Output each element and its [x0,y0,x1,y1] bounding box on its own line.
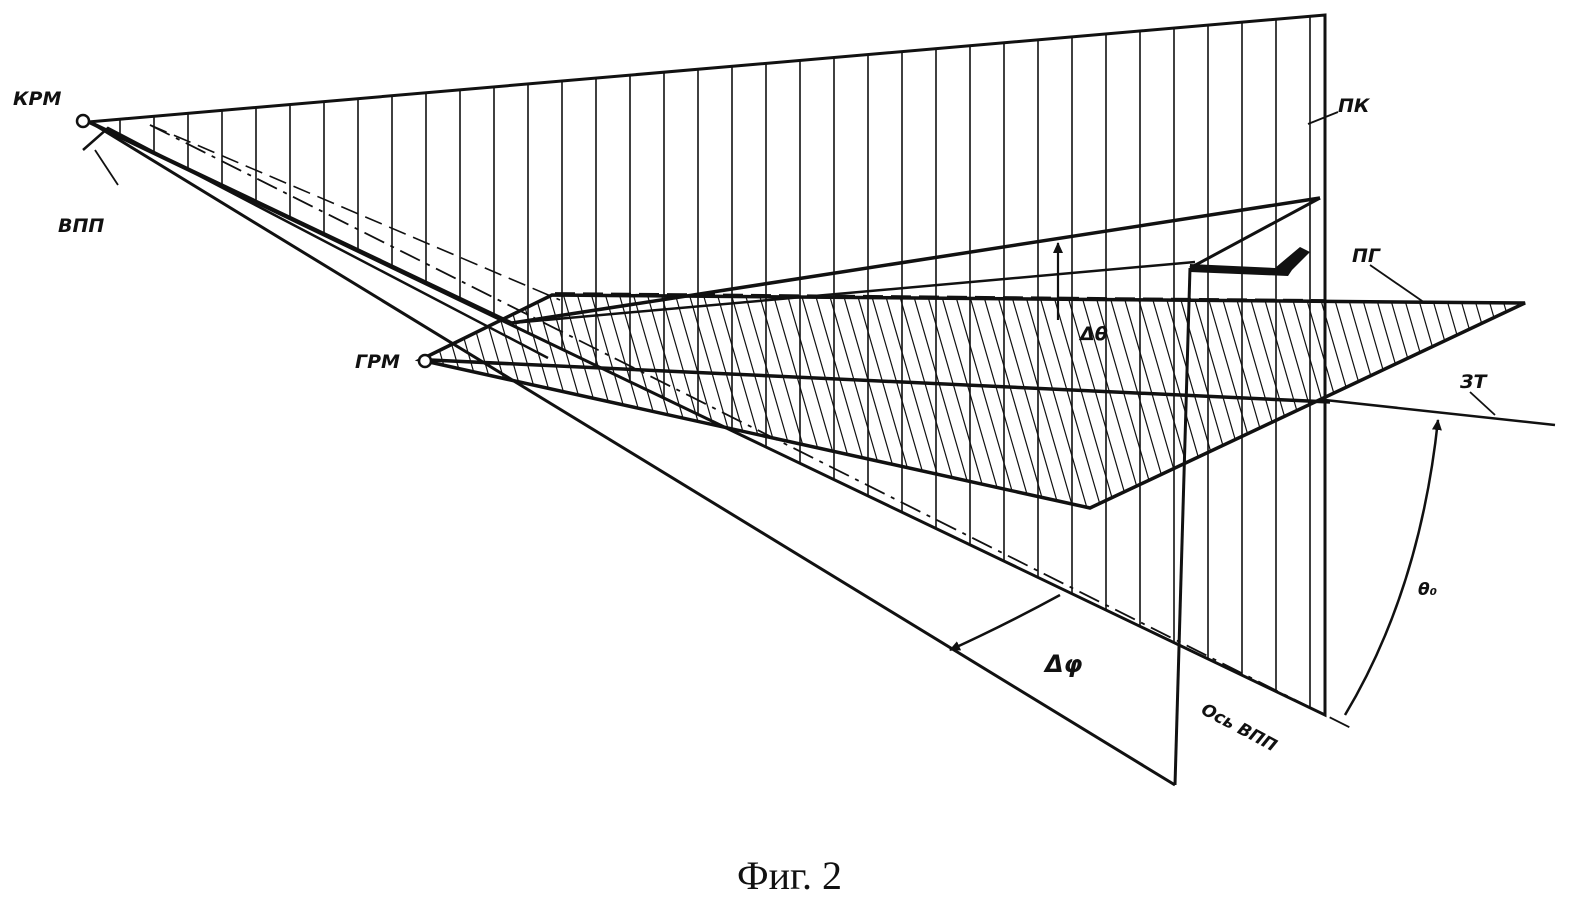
pg-hatch-line [1037,295,1104,508]
krm-point [75,113,91,129]
pg-hatch-line [771,295,838,508]
aircraft-vertical-plane [1173,267,1192,786]
dashed-short-line [149,124,561,301]
pg-hatch-line [1205,295,1272,508]
pg-hatch-line [1542,290,1579,515]
pg-hatch-line [420,295,460,508]
zt-line [1324,398,1556,427]
vertical-plane-pk [82,13,1327,718]
glide-line-from-krm [89,120,513,325]
pg-hatch-line [799,295,866,508]
pg-hatch-line [1121,295,1188,508]
pg-hatch-line [1009,295,1076,508]
zt-leader [1469,391,1496,416]
pg-label: ПГ [1352,245,1381,267]
theta0-label: θ₀ [1418,580,1438,600]
pg-hatch-line [701,295,768,508]
pg-hatch-line [1401,295,1468,508]
krm-label: КРМ [13,88,61,110]
pg-hatch-line [1387,295,1454,508]
pk-leader [1307,111,1339,125]
pg-hatch-line [729,295,796,508]
pg-hatch-line [939,295,1006,508]
aircraft-icon [1190,247,1310,276]
pg-hatch-line [1051,295,1118,508]
glide-slope-lower [511,260,1196,325]
dashed-runway-axis [149,124,1356,731]
runway-axis-label: Ось ВПП [1198,700,1280,756]
dashed-horizon-line [554,292,1326,301]
pg-hatch-line [841,295,908,508]
pg-hatch-line [1079,295,1146,508]
pg-hatch-line [1556,290,1579,515]
pg-hatch-line [883,295,950,508]
horizontal-plane-pg [414,293,1526,510]
grm-projection-line [429,358,1331,404]
pg-hatch-line [1499,295,1525,508]
pg-hatch-line [981,295,1048,508]
pg-hatch-line [1443,295,1510,508]
pg-hatch-line [1415,295,1482,508]
trajectory-segment [1189,196,1321,270]
pg-hatch-line [589,295,656,508]
zt-label: ЗТ [1459,371,1488,393]
pg-hatch-line [421,295,488,508]
pg-hatch-line [813,295,880,508]
vpp-label: ВПП [58,215,104,237]
grm-point [417,353,433,369]
pg-hatch-line [855,295,922,508]
vertical-plane-pk-hatching [119,15,1311,715]
pg-hatch-line [911,295,978,508]
pg-hatch-line [1429,295,1496,508]
pg-hatch-line [1191,295,1258,508]
pg-hatch-line [1233,295,1300,508]
pg-hatch-line [715,295,782,508]
pg-hatch-line [1513,295,1525,508]
pg-hatch-line [1065,295,1132,508]
vpp-leader [94,149,119,186]
pg-hatch-line [1023,295,1090,508]
pg-hatch-line [533,295,600,508]
pg-hatch-line [953,295,1020,508]
theta0-arc [1343,419,1442,716]
pg-hatch-line [420,295,446,508]
pg-hatch-line [1457,295,1524,508]
pg-hatch-line [673,295,740,508]
delta-theta-label: Δθ [1078,323,1108,345]
delta-phi-arc [949,593,1061,652]
pg-hatch-line [1359,295,1426,508]
figure-caption: Фиг. 2 [737,853,842,898]
pg-hatch-line [547,295,614,508]
pg-hatch-line [995,295,1062,508]
pg-hatch-line [519,295,586,508]
glide-slope-upper [511,196,1321,325]
delta-phi-label: Δφ [1043,650,1083,678]
pg-hatch-line [967,295,1034,508]
pg-hatch-line [785,295,852,508]
pg-hatch-line [757,295,824,508]
pg-hatch-line [897,295,964,508]
pg-hatch-line [925,295,992,508]
krm-course-line [89,120,1176,787]
delta-phi-leader [950,600,1080,650]
runway-strip [82,126,549,360]
grm-label: ГРМ [355,351,400,373]
pg-hatch-line [1093,295,1160,508]
pk-label: ПК [1338,95,1371,117]
pg-hatch-line [1528,290,1579,515]
pg-hatch-line [1485,295,1525,508]
pg-leader [1369,264,1426,304]
horizontal-plane-pg-hatching [420,290,1579,515]
